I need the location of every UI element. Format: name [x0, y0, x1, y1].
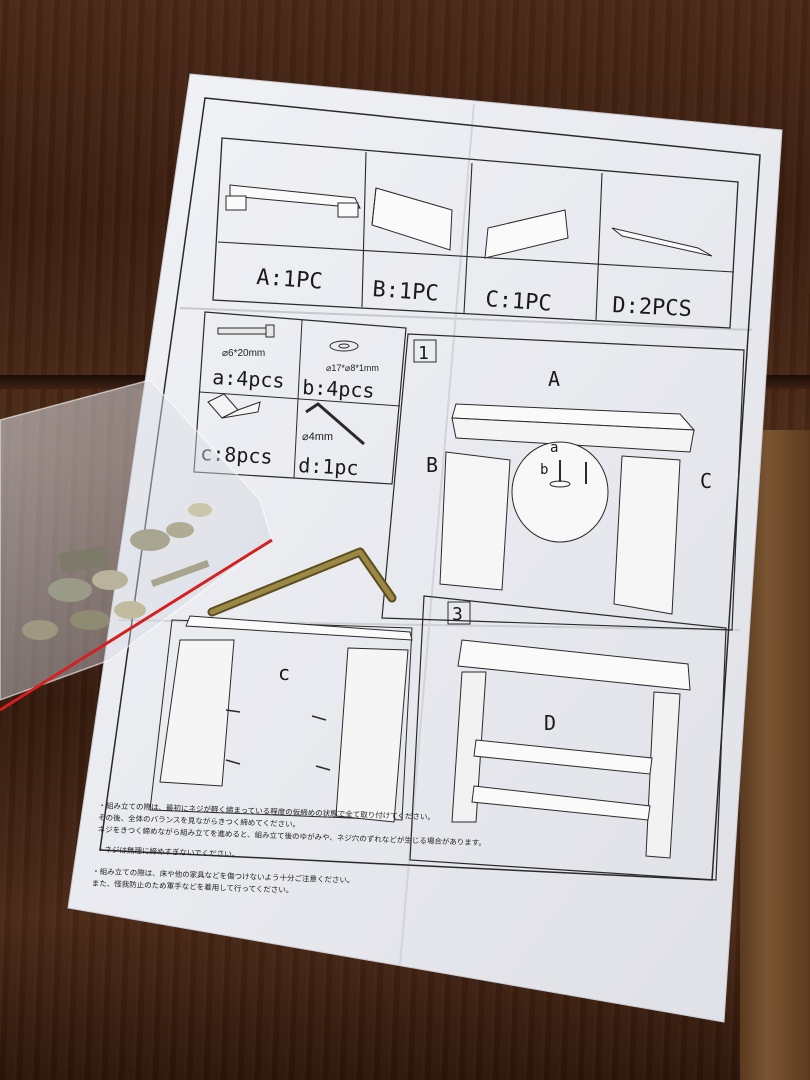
- callout-a: a: [550, 440, 558, 456]
- callout-B: B: [426, 453, 438, 477]
- hex-key: [207, 547, 397, 617]
- callout-c: c: [278, 661, 290, 685]
- hexkey-spec: ⌀4mm: [302, 431, 333, 443]
- bracket-icon: [207, 393, 261, 419]
- hardware-b-label: b:4pcs: [302, 375, 375, 403]
- step-3-panel: 3 D: [409, 595, 727, 881]
- hardware-table: ⌀6*20mm ⌀17*⌀8*1mm ⌀4mm a:4pcs b:4pcs c:…: [193, 311, 407, 485]
- part-d-drawing: [611, 227, 713, 257]
- hardware-a-label: a:4pcs: [212, 365, 285, 393]
- part-b-label: B:1PC: [372, 277, 440, 307]
- callout-C: C: [700, 469, 712, 493]
- washer-spec: ⌀17*⌀8*1mm: [326, 363, 379, 373]
- step-1-panel: 1 A B C a b: [381, 333, 745, 631]
- part-a-drawing: [225, 184, 361, 218]
- fold-line: [179, 307, 753, 331]
- callout-b: b: [540, 462, 548, 478]
- screw-spec: ⌀6*20mm: [222, 348, 265, 359]
- zip-stripe: [0, 538, 273, 712]
- callout-D: D: [544, 711, 556, 735]
- part-b-drawing: [371, 187, 453, 251]
- step-2-panel: c: [149, 615, 413, 823]
- step-3-number: 3: [452, 604, 463, 625]
- screw-icon: [217, 324, 275, 338]
- parts-table: A:1PC B:1PC C:1PC D:2PCS: [212, 137, 739, 329]
- callout-A: A: [548, 367, 560, 391]
- detail-circle: [511, 441, 609, 543]
- part-c-drawing: [484, 209, 569, 259]
- washer-icon: [329, 340, 359, 352]
- hex-key-icon: [305, 402, 365, 446]
- part-a-label: A:1PC: [256, 265, 324, 295]
- hardware-bag: [0, 380, 273, 712]
- part-d-label: D:2PCS: [612, 293, 693, 322]
- bag-contents: [22, 503, 212, 640]
- hardware-d-label: d:1pc: [298, 453, 359, 480]
- step-1-number: 1: [418, 343, 429, 364]
- part-c-label: C:1PC: [485, 287, 553, 317]
- note-line-4: ・ネジは無理に締めすぎないでください。: [97, 844, 240, 859]
